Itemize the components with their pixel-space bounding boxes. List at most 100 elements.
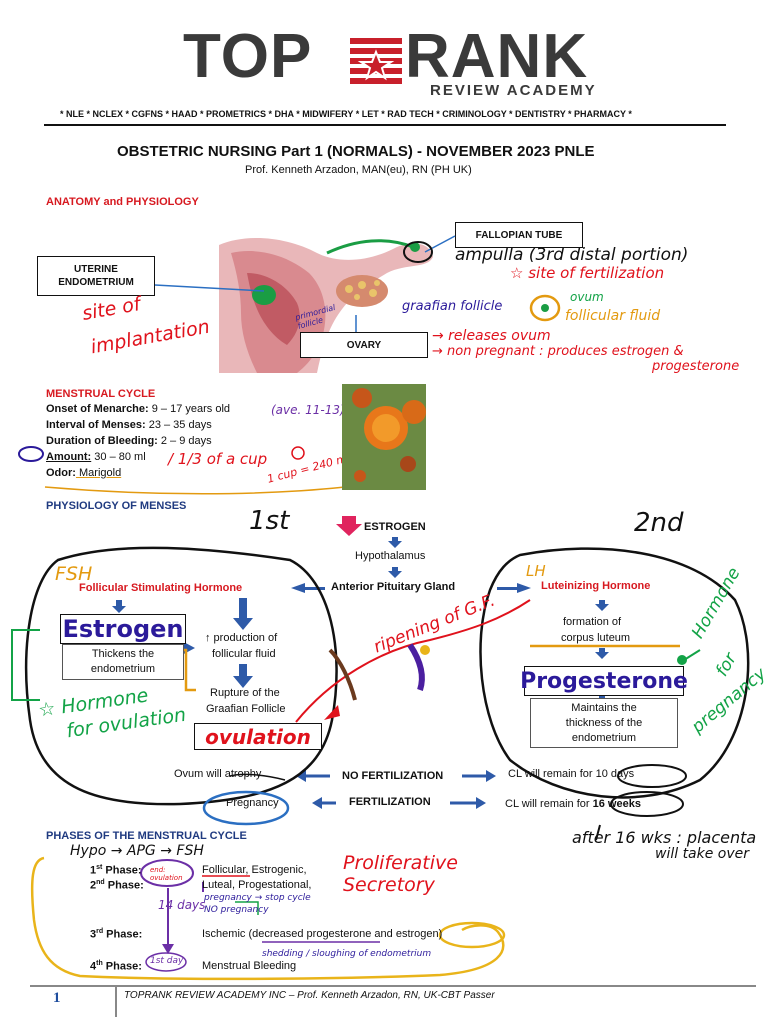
interval-value: 23 – 35 days (145, 419, 212, 431)
estrogen-box-text: Estrogen (62, 615, 184, 643)
amount-value: 30 – 80 ml (91, 451, 146, 463)
phase-4-text: Phase: (102, 960, 142, 973)
maintains-box: Maintains the thickness of the endometri… (530, 698, 678, 748)
formation-line-2: corpus luteum (561, 632, 631, 644)
menarche-label: Onset of Menarche: (46, 403, 149, 415)
page-author: Prof. Kenneth Arzadon, MAN(eu), RN (PH U… (245, 164, 472, 176)
phase-3-text: Phase: (103, 928, 143, 941)
thickens-line-2: endometrium (90, 663, 156, 675)
lh-full-label: Luteinizing Hormone (541, 580, 651, 592)
production-line-1: ↑ production of (205, 632, 278, 644)
header-divider (44, 124, 726, 126)
phases-heading: PHASES OF THE MENSTRUAL CYCLE (46, 830, 247, 842)
fsh-full-label: Follicular Stimulating Hormone (79, 582, 243, 594)
phase-4-label: 4th Phase: (90, 960, 142, 973)
duration-row: Duration of Bleeding: 2 – 9 days (46, 435, 212, 447)
ovulation-box: ovulation (194, 723, 322, 750)
footer-vertical-rule (115, 987, 117, 1017)
odor-label: Odor: (46, 467, 76, 479)
uterine-endometrium-label: UTERINE ENDOMETRIUM (37, 256, 155, 296)
ovum-note: ovum (570, 290, 604, 304)
fsh-note: FSH (55, 563, 93, 585)
physiology-heading: PHYSIOLOGY OF MENSES (46, 500, 187, 512)
ovum-atrophy-label: Ovum will atrophy (174, 768, 262, 780)
logo-subtitle: REVIEW ACADEMY (430, 82, 597, 99)
hypothalamus-label: Hypothalamus (355, 550, 426, 562)
follicular-fluid-note: follicular fluid (565, 308, 661, 324)
fertilization-label: FERTILIZATION (349, 796, 431, 808)
secretory-note: Secretory (343, 874, 435, 896)
phase-3-label: 3rd Phase: (90, 928, 142, 941)
fourteen-days-note: 14 days (158, 898, 206, 912)
ave-note: (ave. 11-13) (271, 403, 345, 417)
duration-value: 2 – 9 days (157, 435, 212, 447)
proliferative-note: Proliferative (343, 852, 458, 874)
no-pregnancy-note: NO pregnancy (204, 905, 269, 915)
uterus-illustration (217, 233, 435, 373)
second-note: 2nd (634, 508, 684, 538)
after-16-note-2: will take over (655, 846, 750, 862)
menstrual-cycle-heading: MENSTRUAL CYCLE (46, 388, 156, 400)
ovary-label: OVARY (300, 332, 428, 358)
footer-rule (30, 985, 756, 987)
menarche-row: Onset of Menarche: 9 – 17 years old (46, 403, 230, 415)
phase-1-num: 1 (90, 864, 97, 877)
phase-1-text: Phase: (102, 864, 142, 877)
graafian-note: graafian follicle (402, 299, 503, 314)
phase-2-sup: nd (96, 879, 105, 886)
pregnancy-label: Pregnancy (226, 797, 279, 809)
cl-16-bold: 16 weeks (592, 798, 641, 810)
anatomy-heading: ANATOMY and PHYSIOLOGY (46, 196, 199, 208)
phase-4-num: 4 (90, 960, 97, 973)
footer-text: TOPRANK REVIEW ACADEMY INC – Prof. Kenne… (124, 990, 495, 1001)
phase-1-desc: Follicular, Estrogenic, (202, 864, 307, 876)
non-pregnant-note: → non pregnant : produces estrogen & (432, 344, 684, 359)
formation-line-1: formation of (563, 616, 622, 628)
cup-note: / 1/3 of a cup (168, 450, 268, 468)
phase-4-sup: th (96, 960, 103, 967)
maintains-line-3: endometrium (571, 731, 637, 744)
phase-2-text: Phase: (104, 879, 144, 892)
progesterone-box-text: Progesterone (520, 668, 688, 694)
phase-3-sup: rd (96, 928, 104, 935)
odor-row: Odor: Marigold (46, 467, 121, 479)
odor-value: Marigold (75, 467, 122, 479)
phase-4-desc: Menstrual Bleeding (202, 960, 297, 972)
no-fertilization-label: NO FERTILIZATION (342, 770, 444, 782)
pregnancy-stop-note: pregnancy → stop cycle (204, 893, 311, 903)
ampulla-note: ampulla (3rd distal portion) (455, 245, 689, 265)
phase-2-desc: Luteal, Progestational, (202, 879, 312, 891)
exams-line: * NLE * NCLEX * CGFNS * HAAD * PROMETRIC… (60, 109, 632, 119)
fallopian-tube-label: FALLOPIAN TUBE (455, 222, 583, 248)
phase-3-desc: Ischemic (decreased progesterone and est… (202, 928, 443, 940)
production-line-2: follicular fluid (212, 648, 276, 660)
logo-left-text: TOP (183, 22, 313, 91)
page-title: OBSTETRIC NURSING Part 1 (NORMALS) - NOV… (117, 143, 595, 160)
interval-row: Interval of Menses: 23 – 35 days (46, 419, 212, 431)
amount-label: Amount: (46, 451, 92, 463)
maintains-line-2: thickness of the (565, 716, 643, 729)
first-day-note: 1st day (150, 956, 184, 966)
thickens-line-1: Thickens the (91, 648, 155, 660)
anterior-pituitary-label: Anterior Pituitary Gland (331, 581, 456, 593)
menarche-value: 9 – 17 years old (148, 403, 231, 415)
phase-1-sup: st (96, 864, 103, 871)
amount-row: Amount: 30 – 80 ml (46, 451, 146, 463)
releases-ovum-note: → releases ovum (432, 328, 551, 344)
rupture-line-1: Rupture of the (210, 687, 280, 699)
phase-3-num: 3 (90, 928, 97, 941)
end-ovulation-note: end: ovulation (150, 866, 183, 882)
estrogen-label: ESTROGEN (364, 521, 426, 533)
progesterone-box: Progesterone (520, 666, 688, 696)
lh-note: LH (526, 562, 546, 580)
rupture-line-2: Graafian Follicle (206, 703, 286, 715)
progesterone-note: progesterone (652, 359, 740, 374)
phase-2-num: 2 (90, 879, 97, 892)
shedding-note: shedding / sloughing of endometrium (262, 949, 432, 959)
first-note: 1st (249, 506, 290, 536)
phase-1-label: 1st Phase: (90, 864, 142, 877)
interval-label: Interval of Menses: (46, 419, 146, 431)
fertilization-note: ☆ site of fertilization (510, 264, 665, 282)
